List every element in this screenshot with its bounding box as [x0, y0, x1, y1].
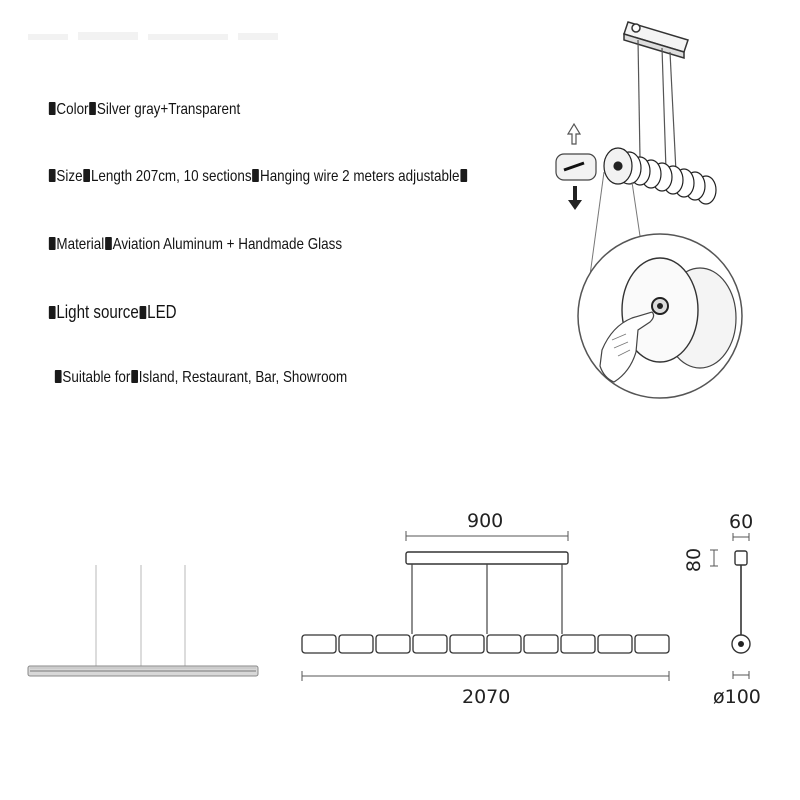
zoom-detail-icon [577, 233, 743, 399]
bracket-icon [48, 169, 56, 182]
bracket-icon [460, 169, 468, 182]
chandelier-photo [27, 565, 259, 677]
bracket-icon [139, 306, 147, 319]
spec-suitable: Suitable for Island, Restaurant, Bar, Sho… [54, 369, 347, 387]
canopy-width-label: 900 [467, 510, 504, 532]
spec-label: Suitable for [62, 369, 131, 386]
bracket-icon [83, 169, 91, 182]
canopy-height-label: 80 [683, 547, 706, 573]
side-width-label: 60 [729, 511, 754, 533]
up-down-arrows-icon [555, 122, 597, 210]
spec-value: Length 207cm, 10 sections [90, 168, 252, 185]
bracket-icon [89, 102, 97, 115]
canopy-icon [623, 21, 689, 60]
bracket-icon [48, 306, 56, 319]
spec-label: Material [56, 236, 105, 253]
bracket-icon [105, 237, 112, 250]
zoom-connector [587, 171, 641, 291]
hand-icon [599, 311, 655, 383]
side-view-drawing [710, 533, 751, 679]
bracket-icon [48, 237, 56, 250]
front-view-drawing [301, 531, 670, 681]
spec-value: LED [147, 302, 177, 322]
bracket-icon [252, 169, 260, 182]
spec-value: Aviation Aluminum + Handmade Glass [112, 236, 343, 253]
total-length-label: 2070 [462, 686, 511, 708]
spec-value: Silver gray+Transparent [96, 101, 241, 118]
bracket-icon [48, 102, 56, 115]
diameter-label: ø100 [713, 686, 761, 708]
spec-label: Size [56, 168, 83, 185]
spec-light-source: Light source LED [48, 302, 177, 323]
tube-rings-icon [603, 147, 717, 205]
spec-material: Material Aviation Aluminum + Handmade Gla… [48, 236, 342, 254]
spec-list: Color Silver gray+Transparent Size Length … [0, 0, 540, 420]
spec-extra: Hanging wire 2 meters adjustable [259, 168, 460, 185]
spec-color: Color Silver gray+Transparent [48, 101, 240, 119]
spec-label: Light source [56, 302, 139, 322]
spec-label: Color [56, 101, 89, 118]
bracket-icon [131, 370, 138, 383]
spec-size: Size Length 207cm, 10 sections Hanging wir… [48, 168, 468, 186]
bracket-icon [54, 370, 62, 383]
faded-header-marks [28, 32, 278, 40]
spec-value: Island, Restaurant, Bar, Showroom [138, 369, 348, 386]
hanging-wires [637, 39, 677, 173]
